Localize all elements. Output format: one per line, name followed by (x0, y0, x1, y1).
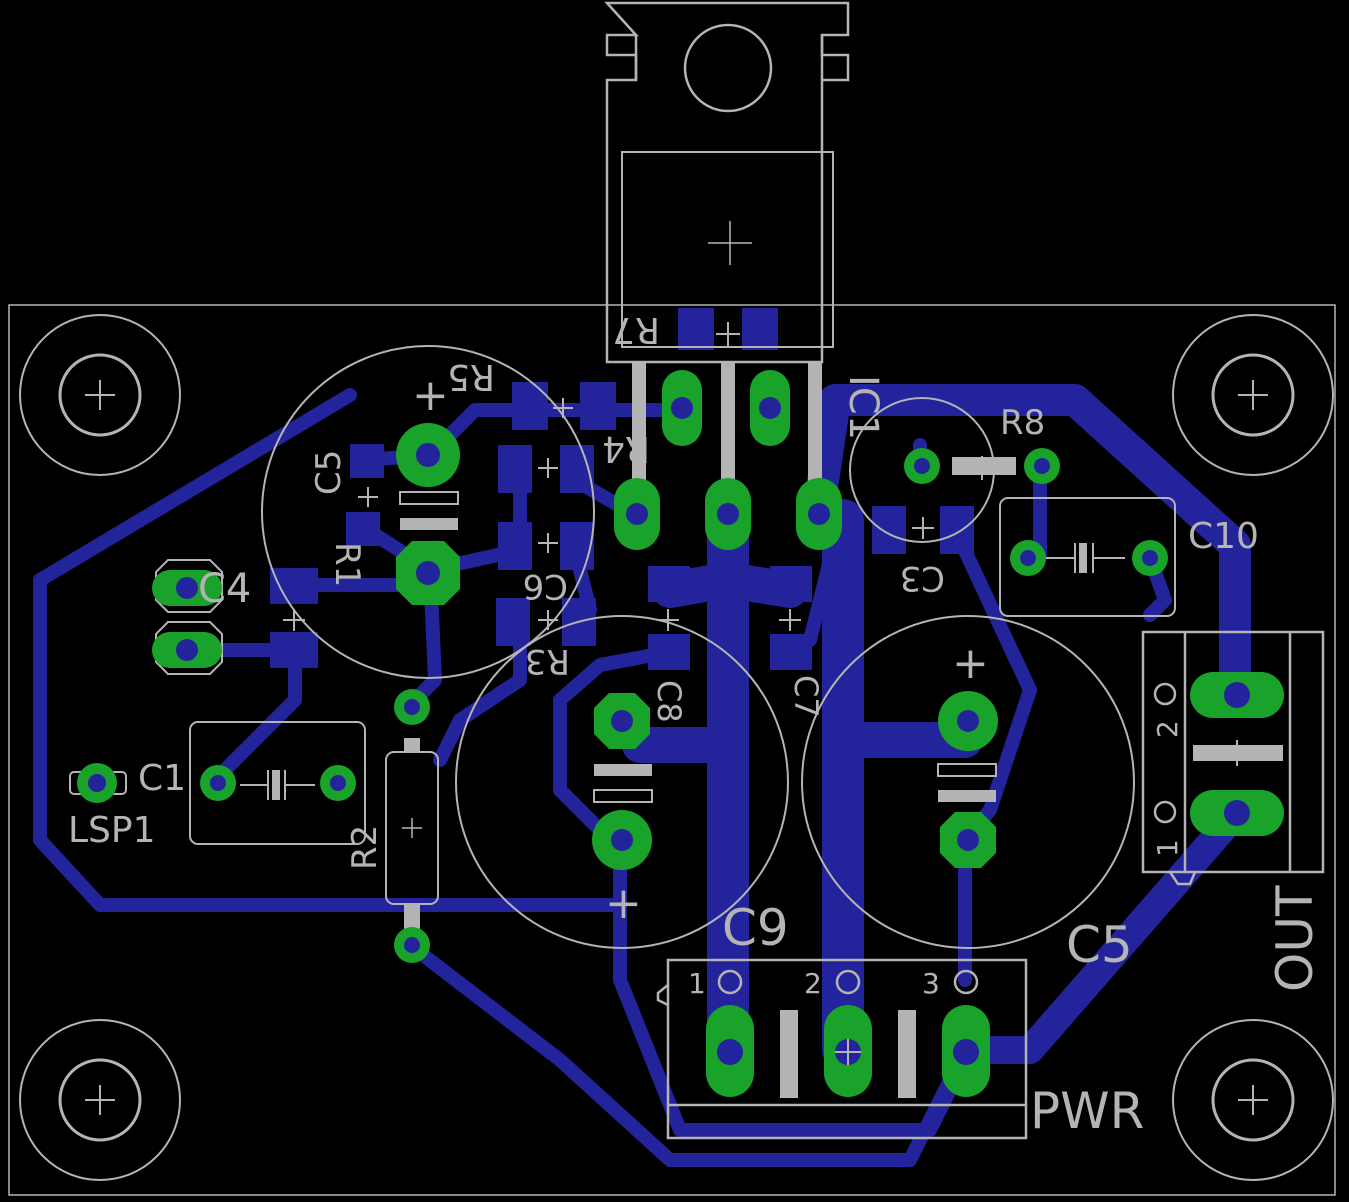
c9-outline (455, 615, 789, 949)
c1-outline (189, 721, 366, 845)
label-c3: C3 (900, 558, 945, 598)
label-r4: R4 (602, 428, 650, 469)
label-c5-small: C5 (309, 450, 349, 495)
label-c4: C4 (198, 566, 251, 612)
label-out: OUT (1266, 885, 1324, 992)
label-r3: R3 (525, 641, 570, 681)
label-c5-big: C5 (1066, 916, 1133, 974)
label-pwr: PWR (1030, 1082, 1144, 1140)
mount-hole-top-left (19, 314, 181, 476)
plus-markers (283, 322, 1250, 1065)
label-c7: C7 (787, 675, 825, 718)
mount-hole-bottom-right (1172, 1019, 1334, 1181)
ic1-package-outline (604, 1, 850, 482)
out-pin-2: 2 (1151, 720, 1184, 738)
label-c6: C6 (523, 566, 568, 606)
label-c9: C9 (722, 899, 789, 957)
label-c1: C1 (138, 758, 186, 799)
label-lsp1: LSP1 (68, 810, 156, 851)
label-r7: R7 (612, 309, 660, 350)
pwr-connector-outline (656, 958, 1028, 1140)
plus-c5-big: + (952, 638, 989, 689)
label-r8: R8 (1000, 403, 1045, 443)
c5-small-outline (261, 345, 595, 679)
label-c8: C8 (650, 680, 688, 723)
label-r5: R5 (447, 356, 495, 397)
pwr-pin-2: 2 (804, 967, 822, 1000)
mount-hole-top-right (1172, 314, 1334, 476)
mount-hole-bottom-left (19, 1019, 181, 1181)
pwr-pin-1: 1 (688, 967, 706, 1000)
label-r2: R2 (345, 825, 385, 870)
plus-c9: + (605, 878, 642, 929)
plus-c5-small: + (412, 370, 449, 421)
board-outline (8, 304, 1336, 1196)
c5-big-outline (801, 615, 1135, 949)
label-ic1: IC1 (840, 375, 886, 440)
through-hole-pads (77, 370, 1284, 1097)
label-c10: C10 (1188, 516, 1259, 557)
label-r1: R1 (327, 542, 367, 587)
smd-pads (270, 308, 974, 670)
c10-outline (999, 497, 1176, 617)
component-labels: R7 R5 R4 R3 R1 C6 C3 C8 C7 IC1 C5 C4 R8 … (68, 309, 1324, 1140)
pwr-pin-3: 3 (922, 967, 940, 1000)
out-pin-1: 1 (1151, 839, 1184, 857)
